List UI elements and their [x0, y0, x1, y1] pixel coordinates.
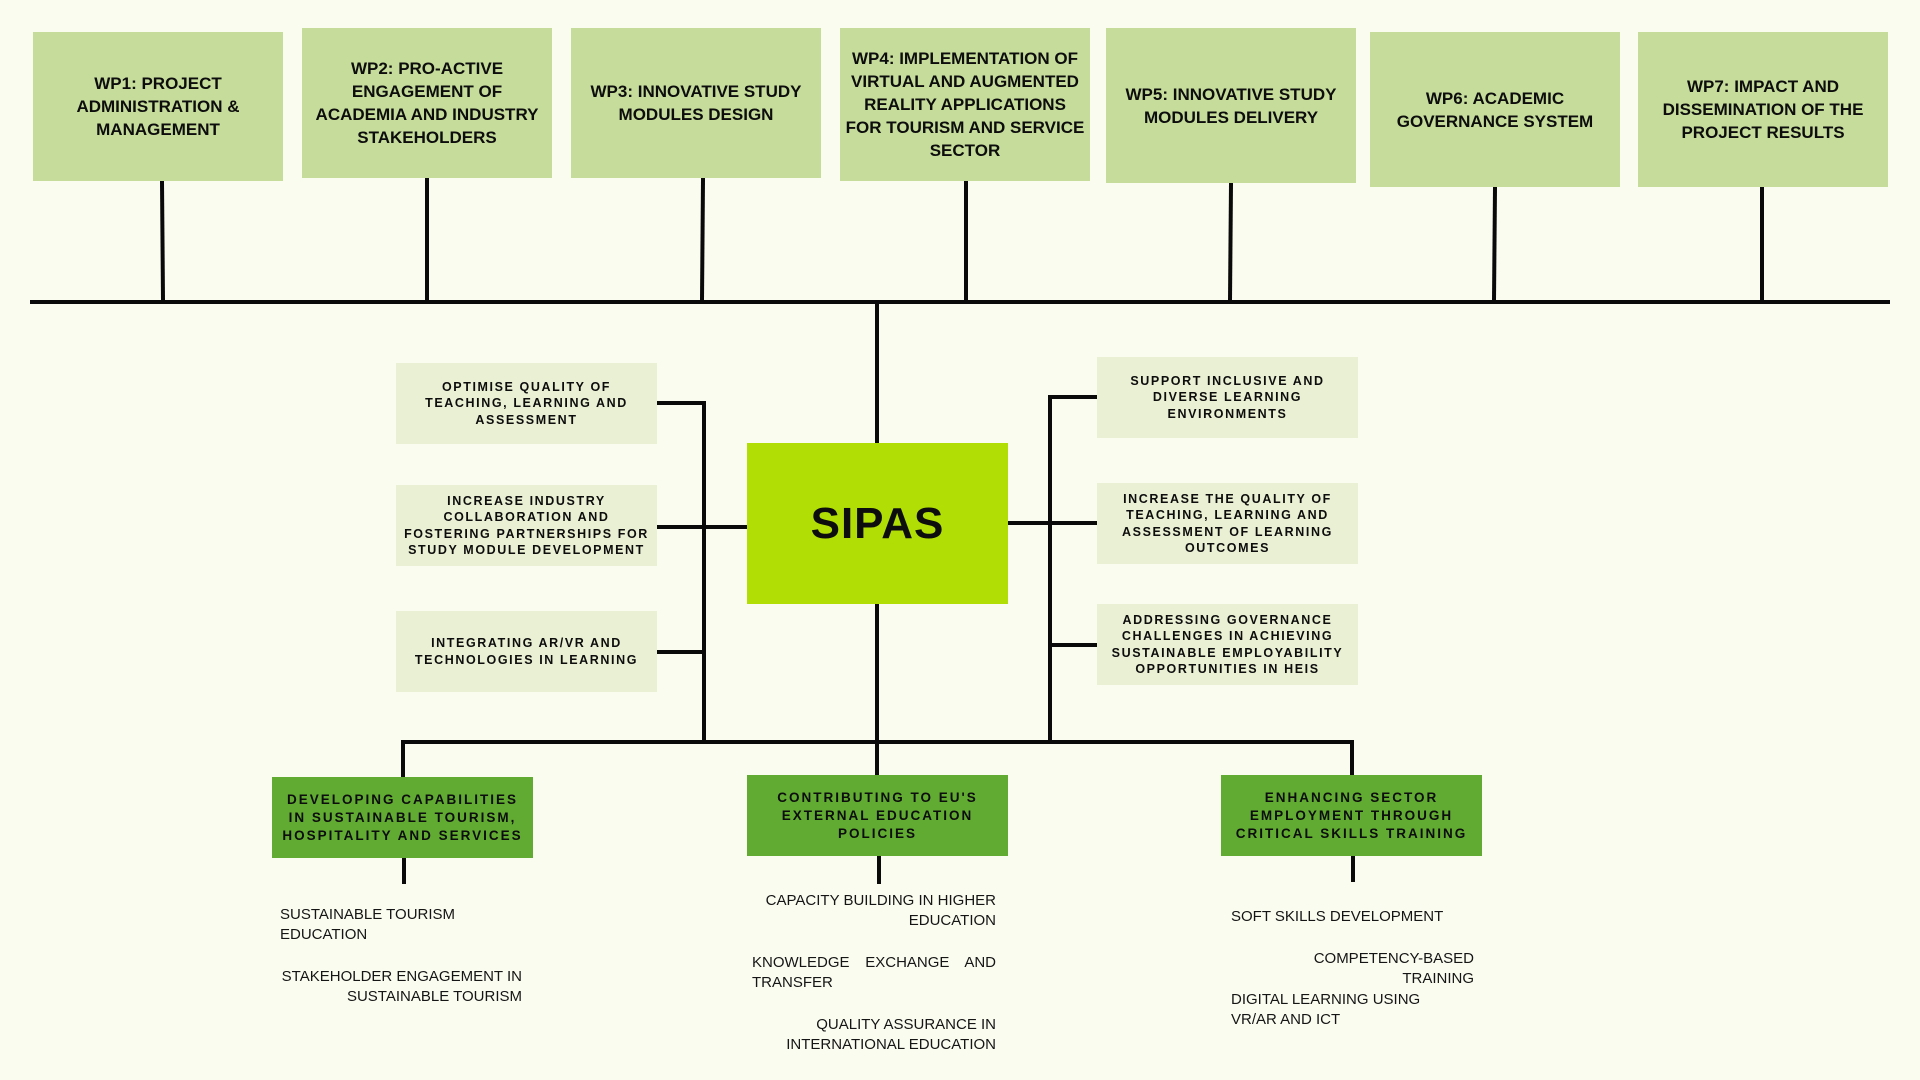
- wp5-connector: [1227, 181, 1234, 303]
- wp4-box: WP4: IMPLEMENTATION OF VIRTUAL AND AUGME…: [840, 28, 1090, 181]
- wp5-box: WP5: INNOVATIVE STUDY MODULES DELIVERY: [1106, 28, 1356, 183]
- outcome1-item-1: SUSTAINABLE TOURISM EDUCATION: [280, 906, 456, 943]
- right-objective-1: SUPPORT INCLUSIVE AND DIVERSE LEARNING E…: [1097, 357, 1358, 438]
- outcome2-item-1: CAPACITY BUILDING IN HIGHER EDUCATION: [765, 892, 996, 929]
- outcome-box-1: DEVELOPING CAPABILITIES IN SUSTAINABLE T…: [272, 777, 533, 858]
- outcome2-item-3: QUALITY ASSURANCE IN INTERNATIONAL EDUCA…: [786, 1016, 996, 1053]
- outcome2-item-2: KNOWLEDGE EXCHANGE AND TRANSFER: [752, 954, 996, 991]
- outcome3-item-3: DIGITAL LEARNING USING VR/AR AND ICT: [1231, 991, 1421, 1028]
- outcome-box-3: ENHANCING SECTOR EMPLOYMENT THROUGH CRIT…: [1221, 775, 1482, 856]
- right-objective-3: ADDRESSING GOVERNANCE CHALLENGES IN ACHI…: [1097, 604, 1358, 685]
- outcome-box-2: CONTRIBUTING TO EU'S EXTERNAL EDUCATION …: [747, 775, 1008, 856]
- left-objective-3: INTEGRATING AR/VR AND TECHNOLOGIES IN LE…: [396, 611, 657, 692]
- wp2-box: WP2: PRO-ACTIVE ENGAGEMENT OF ACADEMIA A…: [302, 28, 552, 178]
- outcome1-item-2: STAKEHOLDER ENGAGEMENT IN SUSTAINABLE TO…: [281, 968, 522, 1005]
- wp6-box: WP6: ACADEMIC GOVERNANCE SYSTEM: [1370, 32, 1620, 187]
- outcome3-item-2: COMPETENCY-BASED TRAINING: [1313, 950, 1474, 987]
- wp7-box: WP7: IMPACT AND DISSEMINATION OF THE PRO…: [1638, 32, 1888, 187]
- left-objective-1: OPTIMISE QUALITY OF TEACHING, LEARNING A…: [396, 363, 657, 444]
- wp3-box: WP3: INNOVATIVE STUDY MODULES DESIGN: [571, 28, 821, 178]
- wp1-box: WP1: PROJECT ADMINISTRATION & MANAGEMENT: [33, 32, 283, 181]
- wp1-connector: [159, 179, 166, 303]
- left-objective-2: INCREASE INDUSTRY COLLABORATION AND FOST…: [396, 485, 657, 566]
- right-objective-2: INCREASE THE QUALITY OF TEACHING, LEARNI…: [1097, 483, 1358, 564]
- outcome3-item-1: SOFT SKILLS DEVELOPMENT: [1231, 908, 1444, 925]
- wp6-connector: [1491, 185, 1498, 303]
- wp3-connector: [699, 177, 706, 303]
- center-sipas-box: SIPAS: [747, 443, 1008, 604]
